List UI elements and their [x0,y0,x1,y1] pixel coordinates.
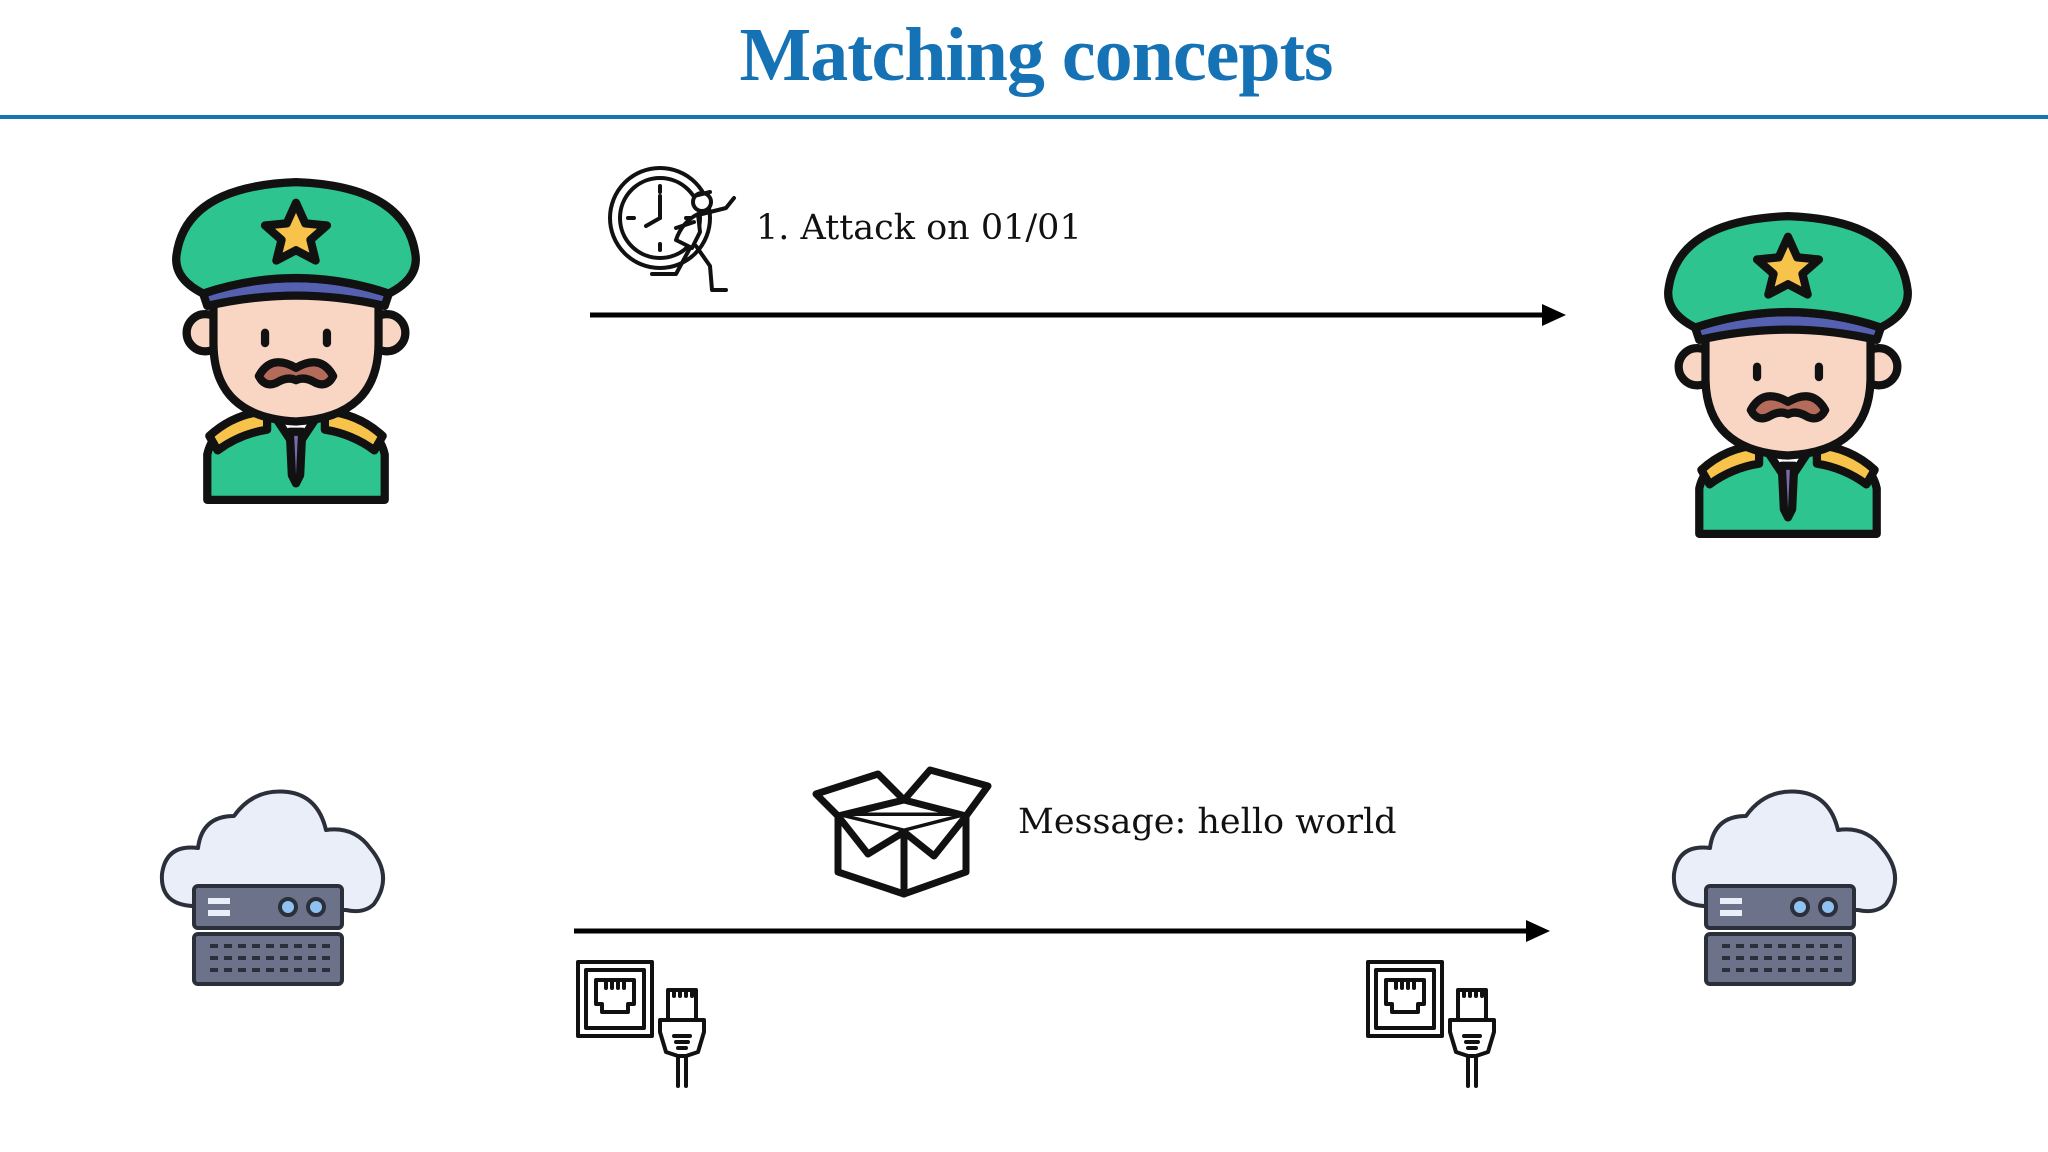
ethernet-port-icon [576,960,706,1088]
bottom-transfer-arrow [574,920,1550,942]
bottom-message-label: Message: hello world [1018,802,1397,842]
clock-runner-icon [608,166,736,292]
general-icon [1664,212,1912,538]
page-title: Matching concepts [739,13,1333,97]
general-icon [172,178,420,504]
cloud-server-icon [1671,789,1898,986]
top-message-label: 1. Attack on 01/01 [756,208,1082,248]
cloud-server-icon [159,789,386,986]
package-box-icon [812,766,992,898]
ethernet-port-icon [1366,960,1496,1088]
top-transfer-arrow [590,304,1566,326]
title-rule [0,115,2048,119]
